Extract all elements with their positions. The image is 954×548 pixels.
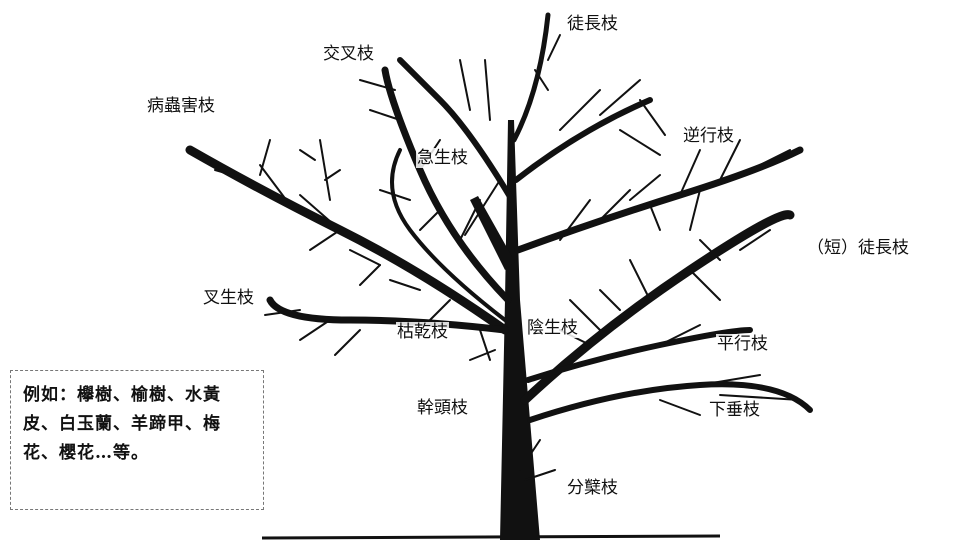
label-ji-sheng-zhi: 急生枝 (416, 148, 469, 168)
main-limbs (185, 12, 813, 423)
label-yin-sheng-zhi: 陰生枝 (526, 318, 579, 338)
label-duan-tu-zhang-zhi: （短）徒長枝 (806, 238, 910, 258)
label-jiao-cha-zhi: 交叉枝 (322, 44, 375, 64)
label-ping-xing-zhi: 平行枝 (716, 334, 769, 354)
trunk (500, 120, 540, 540)
trunk-fork (470, 196, 515, 270)
label-bing-chong-hai-zhi: 病蟲害枝 (146, 96, 216, 116)
twigs (214, 34, 801, 481)
label-ku-gan-zhi: 枯乾枝 (396, 322, 449, 342)
example-note-text: 例如：欅樹、榆樹、水黃皮、白玉蘭、羊蹄甲、梅花、櫻花…等。 (23, 385, 221, 463)
label-gan-tou-zhi: 幹頭枝 (416, 398, 469, 418)
label-fen-nie-zhi: 分櫱枝 (566, 478, 619, 498)
ground-line (261, 534, 721, 540)
label-ni-xing-zhi: 逆行枝 (682, 126, 735, 146)
label-tu-zhang-zhi: 徒長枝 (566, 14, 619, 34)
label-cha-sheng-zhi: 叉生枝 (202, 288, 255, 308)
example-note-box: 例如：欅樹、榆樹、水黃皮、白玉蘭、羊蹄甲、梅花、櫻花…等。 (10, 370, 264, 510)
label-xia-chui-zhi: 下垂枝 (708, 400, 761, 420)
